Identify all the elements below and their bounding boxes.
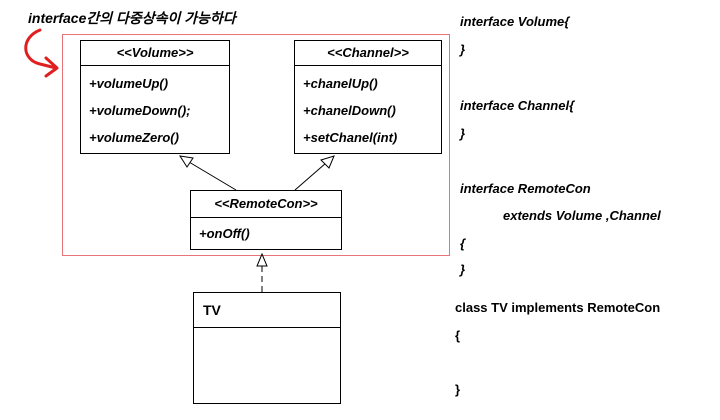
channel-op: +chanelUp() bbox=[303, 76, 378, 91]
channel-interface-box: <<Channel>> +chanelUp() +chanelDown() +s… bbox=[294, 40, 442, 154]
inherit-line-channel bbox=[294, 162, 327, 191]
tv-class-box: TV bbox=[193, 292, 341, 404]
inherit-arrowhead-channel bbox=[320, 155, 335, 169]
annotation-arrow-head bbox=[44, 56, 59, 78]
code-tv-close: } bbox=[455, 382, 461, 397]
remotecon-op: +onOff() bbox=[199, 226, 250, 241]
volume-op: +volumeUp() bbox=[89, 76, 169, 91]
code-remote-extends: extends Volume ,Channel bbox=[503, 208, 661, 223]
remotecon-interface-box: <<RemoteCon>> +onOff() bbox=[190, 190, 342, 250]
code-channel-close: } bbox=[460, 126, 466, 141]
annotation-arrow bbox=[24, 28, 58, 70]
volume-op: +volumeDown(); bbox=[89, 103, 191, 118]
code-tv-open: { bbox=[455, 328, 461, 343]
channel-interface-name: <<Channel>> bbox=[295, 41, 441, 66]
channel-op: +setChanel(int) bbox=[303, 130, 398, 145]
tv-class-name: TV bbox=[194, 293, 340, 328]
code-tv-decl: class TV implements RemoteCon bbox=[455, 300, 661, 315]
volume-interface-name: <<Volume>> bbox=[81, 41, 229, 66]
code-volume-close: } bbox=[460, 42, 466, 57]
remotecon-interface-name: <<RemoteCon>> bbox=[191, 191, 341, 218]
code-remote-close: } bbox=[460, 262, 466, 277]
code-volume-decl: interface Volume{ bbox=[460, 14, 570, 29]
interface-group-frame bbox=[62, 34, 450, 256]
volume-op: +volumeZero() bbox=[89, 130, 179, 145]
channel-op: +chanelDown() bbox=[303, 103, 396, 118]
inherit-line-volume bbox=[188, 161, 237, 191]
code-channel-decl: interface Channel{ bbox=[460, 98, 575, 113]
diagram-caption: interface간의 다중상속이 가능하다 bbox=[28, 10, 236, 26]
inherit-arrowhead-volume bbox=[178, 155, 194, 168]
volume-interface-box: <<Volume>> +volumeUp() +volumeDown(); +v… bbox=[80, 40, 230, 154]
realize-arrowhead-remote bbox=[256, 252, 268, 267]
code-remote-open: { bbox=[460, 236, 466, 251]
code-remote-decl: interface RemoteCon bbox=[460, 181, 591, 196]
